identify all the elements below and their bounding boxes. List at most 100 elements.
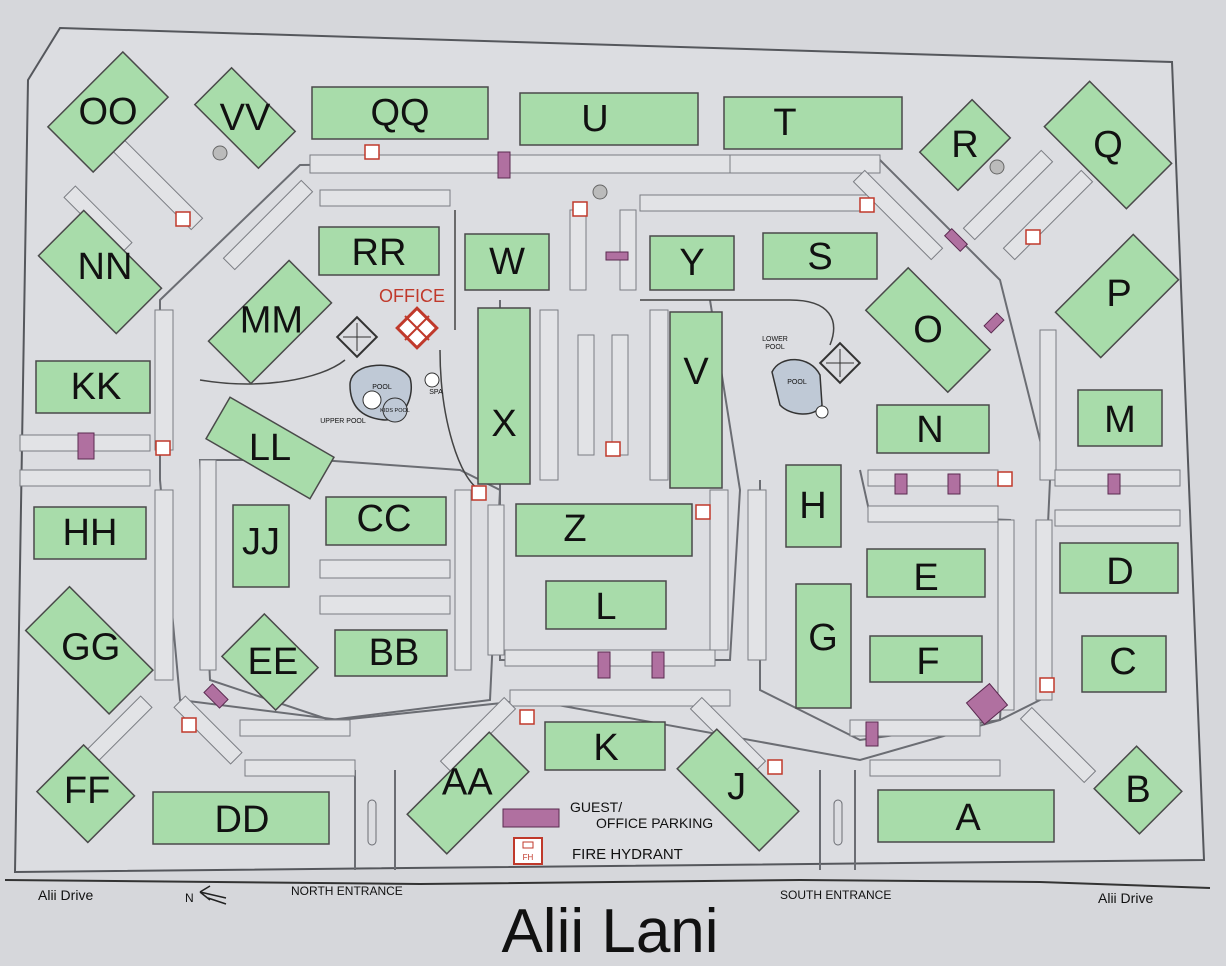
spa-label: SPA <box>429 389 443 396</box>
gazebo-icon <box>335 315 379 359</box>
svg-text:Q: Q <box>1093 124 1123 166</box>
kids-pool-label: KIDS POOL <box>380 408 410 414</box>
svg-text:M: M <box>1104 399 1136 441</box>
guest-parking-spots <box>77 151 1121 747</box>
building-HH: HH <box>33 506 147 560</box>
svg-text:C: C <box>1109 641 1136 683</box>
lower-pool-label: LOWER POOL <box>762 336 788 351</box>
building-RR: RR <box>318 226 440 276</box>
north-entrance-road <box>354 770 396 870</box>
building-U: U <box>519 92 699 146</box>
svg-text:X: X <box>491 403 516 445</box>
alii-drive-street <box>4 878 1211 889</box>
svg-text:W: W <box>489 241 525 283</box>
guest-parking-swatch <box>502 808 560 828</box>
south-entrance-label: SOUTH ENTRANCE <box>780 888 891 902</box>
building-R: R <box>918 98 1012 192</box>
building-G: G <box>795 583 852 709</box>
building-F: F <box>869 635 983 683</box>
legend: GUEST/OFFICE PARKING FH FIRE HYDRANT <box>502 799 713 865</box>
svg-text:Z: Z <box>563 508 586 550</box>
building-B: B <box>1093 745 1183 835</box>
north-arrow-icon: N <box>185 885 227 905</box>
street-label-left: Alii Drive <box>38 887 93 903</box>
svg-text:E: E <box>913 557 938 599</box>
building-GG: GG <box>24 585 154 715</box>
svg-text:NN: NN <box>78 246 133 288</box>
building-V: V <box>669 311 723 489</box>
building-CC: CC <box>325 496 447 546</box>
svg-text:LL: LL <box>249 427 291 469</box>
svg-text:O: O <box>913 309 943 351</box>
fire-hydrant-legend-icon: FH <box>513 837 543 865</box>
svg-text:BB: BB <box>369 632 420 674</box>
south-median <box>833 799 843 846</box>
parking-lots <box>19 139 1181 784</box>
light-pole-icon <box>592 184 608 200</box>
svg-text:Y: Y <box>679 242 704 284</box>
light-pole-icon <box>989 159 1005 175</box>
svg-text:B: B <box>1125 769 1150 811</box>
upper-pool-label-box: UPPER POOL <box>320 418 366 425</box>
building-D: D <box>1059 542 1179 594</box>
north-arrow-label: N <box>185 891 194 905</box>
lower-pool-label-box: LOWER POOL <box>762 336 788 351</box>
svg-text:HH: HH <box>63 512 118 554</box>
svg-text:KK: KK <box>71 366 122 408</box>
building-OO: OO <box>46 50 170 174</box>
building-KK: KK <box>35 360 151 414</box>
building-N: N <box>876 404 990 454</box>
office-icon <box>395 306 439 350</box>
map-title: Alii Lani <box>501 897 718 966</box>
building-QQ: QQ <box>311 86 489 140</box>
gazebo-icon <box>818 341 862 385</box>
svg-text:VV: VV <box>220 97 271 139</box>
north-median <box>367 799 377 846</box>
building-E: E <box>866 548 986 599</box>
svg-text:V: V <box>683 351 709 393</box>
pool-label: POOL <box>372 384 392 391</box>
building-Y: Y <box>649 235 735 291</box>
svg-text:QQ: QQ <box>370 92 429 134</box>
light-pole-icon <box>212 145 228 161</box>
building-LL: LL <box>205 396 335 500</box>
building-MM: MM <box>207 259 333 385</box>
svg-text:JJ: JJ <box>242 521 280 563</box>
fire-hydrant-legend-symbol: FH <box>523 853 534 862</box>
building-EE: EE <box>220 612 320 712</box>
building-DD: DD <box>152 791 330 845</box>
svg-text:CC: CC <box>357 498 412 540</box>
svg-text:GG: GG <box>61 626 120 668</box>
lower-pool <box>771 358 829 419</box>
building-J: J <box>676 728 800 852</box>
svg-text:U: U <box>581 98 608 140</box>
svg-text:DD: DD <box>215 799 270 841</box>
svg-text:A: A <box>955 797 981 839</box>
building-Z: Z <box>515 503 693 557</box>
building-BB: BB <box>334 629 448 677</box>
svg-text:G: G <box>808 617 838 659</box>
svg-text:T: T <box>773 102 796 144</box>
building-O: O <box>864 266 992 394</box>
svg-text:R: R <box>951 124 978 166</box>
fire-hydrant-legend-label: FIRE HYDRANT <box>572 846 683 863</box>
svg-text:S: S <box>807 236 832 278</box>
upper-pool-label: UPPER POOL <box>320 418 366 425</box>
svg-text:AA: AA <box>442 761 493 803</box>
fire-hydrants <box>155 144 1055 775</box>
building-X: X <box>477 307 531 485</box>
building-H: H <box>785 464 842 548</box>
building-M: M <box>1077 389 1163 447</box>
svg-text:D: D <box>1106 551 1133 593</box>
svg-text:K: K <box>593 727 618 769</box>
walking-paths <box>199 210 835 491</box>
svg-text:F: F <box>916 641 939 683</box>
building-AA: AA <box>406 731 530 855</box>
svg-text:MM: MM <box>240 300 303 342</box>
building-VV: VV <box>193 66 297 170</box>
svg-text:RR: RR <box>352 232 407 274</box>
building-L: L <box>545 580 667 630</box>
svg-text:P: P <box>1106 273 1131 315</box>
office-label: OFFICE <box>379 286 445 306</box>
